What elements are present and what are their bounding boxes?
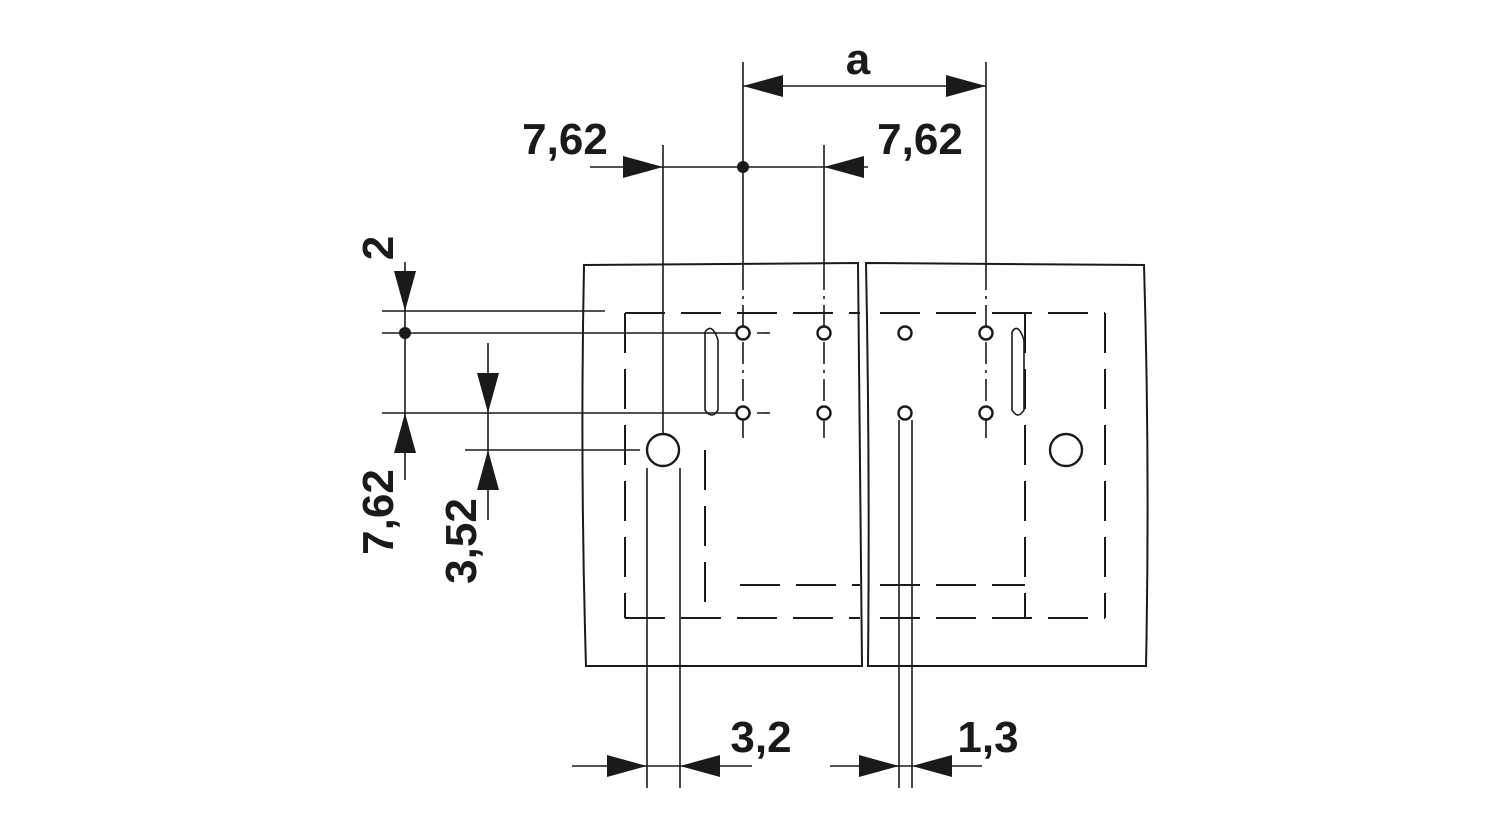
pin-hole <box>816 325 832 341</box>
dimension-13: 1,3 <box>830 713 1019 777</box>
pin-holes <box>735 325 994 421</box>
latch-left <box>704 327 719 416</box>
pin-hole <box>735 405 751 421</box>
dimension-left-vertical: 2 7,62 <box>354 236 416 555</box>
dimension-32: 3,2 <box>572 713 792 777</box>
dimension-a: a <box>743 35 986 97</box>
housing-right-outline <box>864 261 1149 667</box>
pin-hole <box>816 405 832 421</box>
datum-dot-left <box>399 327 411 339</box>
hidden-contours <box>624 312 1106 619</box>
dimension-2-label: 2 <box>354 236 403 260</box>
dimension-762-left-label: 7,62 <box>522 115 608 164</box>
pin-hole <box>978 405 994 421</box>
peg-hole-left <box>645 432 681 468</box>
peg-hole-right <box>1048 432 1084 468</box>
dimension-762-vertical-label: 7,62 <box>354 469 403 555</box>
pin-hole <box>735 325 751 341</box>
pin-hole <box>897 325 913 341</box>
center-lines <box>720 268 987 440</box>
dimension-13-label: 1,3 <box>957 713 1018 762</box>
dimension-762-right-label: 7,62 <box>877 115 963 164</box>
dimension-352: 3,52 <box>437 343 499 584</box>
dimension-762-top: 7,62 7,62 <box>522 115 963 178</box>
pin-hole <box>978 325 994 341</box>
latch-right <box>1011 327 1025 416</box>
datum-dot-top <box>737 161 749 173</box>
pin-hole <box>897 405 913 421</box>
dimension-32-label: 3,2 <box>730 713 791 762</box>
dimension-a-label: a <box>846 35 871 84</box>
extension-lines <box>382 62 987 788</box>
peg-holes <box>645 432 1084 468</box>
housing-left-outline <box>581 261 864 667</box>
dimension-352-label: 3,52 <box>437 498 486 584</box>
